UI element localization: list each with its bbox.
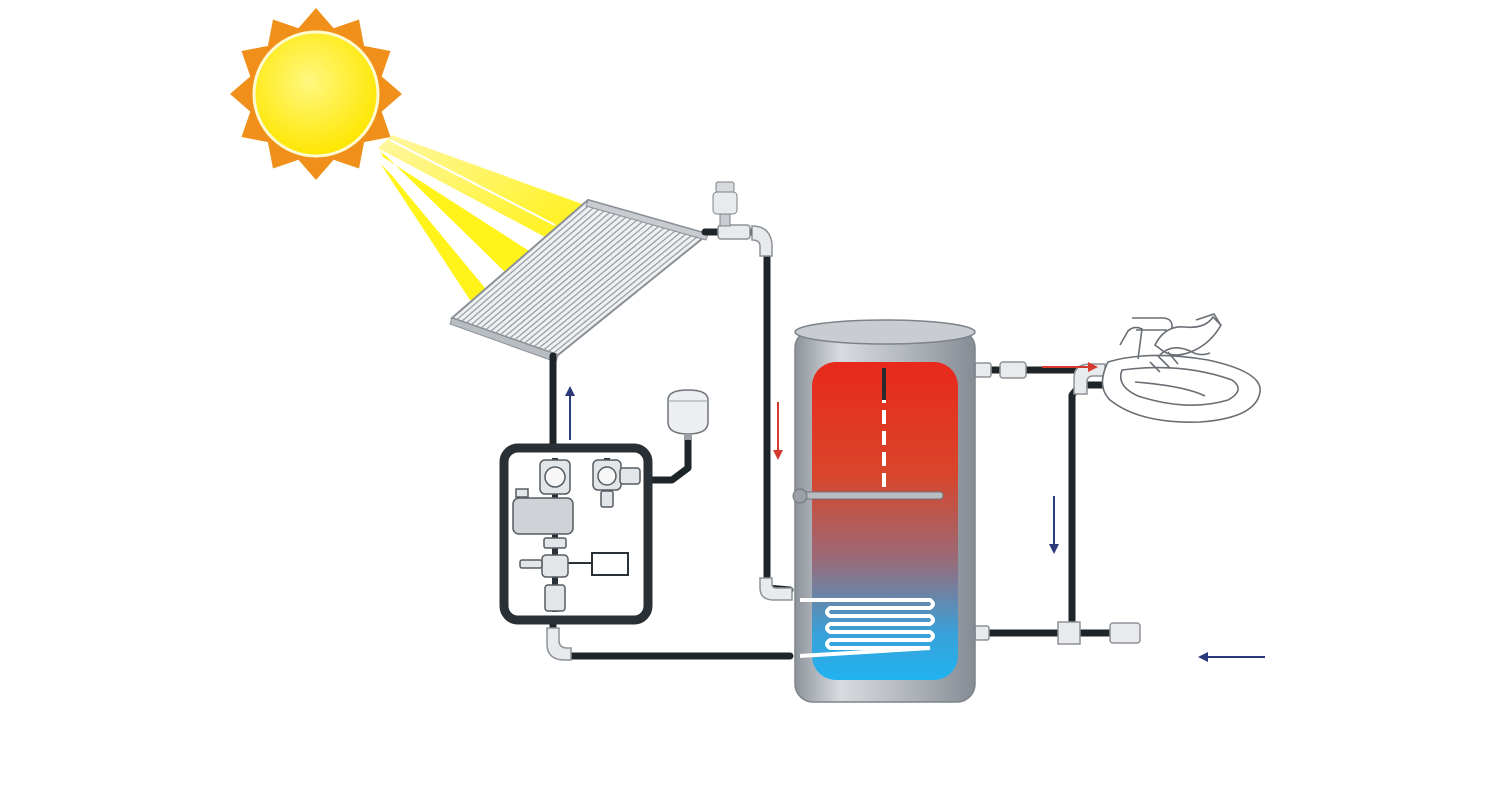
arrow-up-collector-feed (565, 386, 575, 440)
collector-tube (456, 201, 594, 321)
flow-arrows (565, 362, 1265, 662)
pump-station-icon (499, 443, 653, 625)
collector-tube (543, 228, 693, 351)
collector-tube (490, 211, 633, 332)
sunlight-beams (377, 135, 585, 300)
heat-exchanger-coil (799, 598, 935, 658)
collector-tube (552, 231, 703, 354)
arrow-down-collector-return (773, 402, 783, 460)
collector-tube (480, 208, 622, 329)
collector-tube (523, 222, 671, 344)
collector-tube (504, 216, 649, 337)
collector-tube (475, 207, 616, 327)
sun-icon (230, 8, 402, 180)
collector-tube (461, 202, 600, 322)
air-vent-icon (712, 181, 738, 227)
collector-tube (485, 210, 627, 331)
collector-tube (533, 225, 682, 348)
storage-tank-icon (792, 319, 976, 703)
arrow-hot-water-out (1042, 362, 1098, 372)
collector-tube (470, 205, 611, 326)
station-valves (512, 458, 641, 612)
collector-tube (509, 218, 654, 339)
collector-tube (466, 204, 605, 324)
washbasin-icon (1101, 313, 1261, 423)
solar-collector-icon (449, 198, 711, 363)
collector-tube (514, 219, 660, 341)
expansion-vessel-icon (667, 389, 709, 440)
collector-tube (494, 213, 638, 334)
collector-tube (499, 214, 643, 336)
collector-tube (528, 224, 676, 346)
collector-tube (547, 230, 698, 353)
collector-tube (538, 227, 687, 349)
arrow-down-return (1049, 496, 1059, 554)
collector-tube (519, 221, 665, 343)
arrow-cold-water-in (1198, 652, 1265, 662)
pipe-fittings (546, 224, 1141, 661)
